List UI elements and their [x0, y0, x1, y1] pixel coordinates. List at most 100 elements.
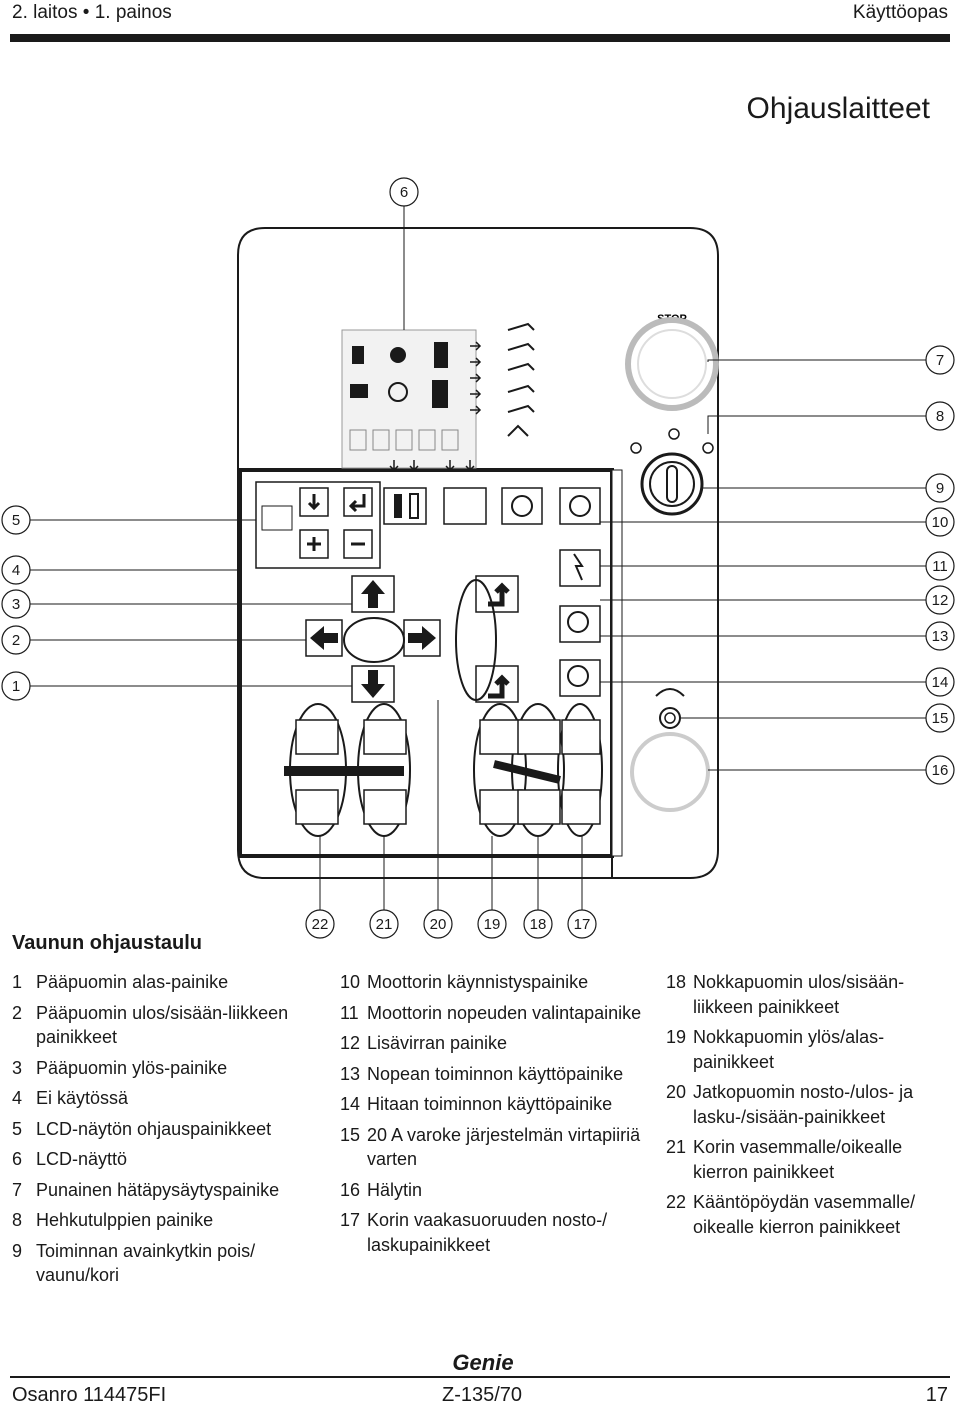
callout-10: 10 [925, 507, 955, 537]
lcd-segments [349, 429, 459, 451]
boom-status-icons [507, 322, 535, 437]
svg-text:7: 7 [936, 352, 944, 369]
svg-text:6: 6 [400, 184, 408, 201]
svg-text:19: 19 [484, 916, 501, 933]
callout-14: 14 [925, 667, 955, 697]
callout-22: 22 [305, 909, 335, 939]
leader-lines [30, 206, 926, 910]
control-panel-diagram: STOP [1, 177, 955, 939]
svg-text:20: 20 [430, 916, 447, 933]
callout-20: 20 [423, 909, 453, 939]
lcd-arrows [389, 460, 475, 472]
svg-text:8: 8 [936, 408, 944, 425]
svg-text:16: 16 [932, 762, 949, 779]
callout-15: 15 [925, 703, 955, 733]
callout-13: 13 [925, 621, 955, 651]
fuse-icon [659, 707, 681, 729]
svg-text:Genie: Genie [452, 1350, 513, 1375]
callout-11: 11 [925, 551, 955, 581]
callout-19: 19 [477, 909, 507, 939]
manual-title: Käyttöopas [852, 2, 948, 23]
callout-18: 18 [523, 909, 553, 939]
callout-12: 12 [925, 585, 955, 615]
section-title: Ohjauslaitteet [746, 92, 930, 125]
primary-boom-icon [343, 617, 405, 663]
svg-text:12: 12 [932, 592, 949, 609]
engine-start-button [559, 487, 601, 525]
alarm-icon [655, 688, 685, 697]
genie-logo: Genie [452, 1350, 513, 1375]
engine-speed-button [383, 487, 427, 525]
model-label: Z-135/70 [442, 1384, 523, 1406]
callout-6: 6 [389, 177, 419, 207]
page-number: 17 [925, 1384, 948, 1406]
callout-4: 4 [1, 555, 31, 585]
lcd-control-block [255, 481, 381, 569]
svg-text:4: 4 [12, 562, 20, 579]
lcd-icons [350, 342, 448, 408]
svg-text:13: 13 [932, 628, 949, 645]
callout-9: 9 [925, 473, 955, 503]
callout-16: 16 [925, 755, 955, 785]
svg-text:9: 9 [936, 480, 944, 497]
callout-8: 8 [925, 401, 955, 431]
footer-rule [10, 1376, 950, 1378]
svg-text:1: 1 [12, 678, 20, 695]
svg-text:18: 18 [530, 916, 547, 933]
alarm-speaker [630, 732, 710, 812]
svg-text:21: 21 [376, 916, 393, 933]
svg-text:15: 15 [932, 710, 949, 727]
svg-text:14: 14 [932, 674, 949, 691]
callout-7: 7 [925, 345, 955, 375]
callout-2: 2 [1, 625, 31, 655]
callout-17: 17 [567, 909, 597, 939]
svg-text:2: 2 [12, 632, 20, 649]
header-rule [10, 34, 950, 42]
jib-boom-icon [455, 579, 497, 701]
glow-plug-icon-button [443, 487, 487, 525]
svg-text:10: 10 [932, 514, 949, 531]
callout-21: 21 [369, 909, 399, 939]
callout-markers: 6 7 8 9 10 11 12 13 14 15 16 5 4 3 2 1 2… [1, 177, 955, 939]
glow-plug-button [501, 487, 543, 525]
status-arrows [470, 341, 482, 415]
lcd-display [341, 329, 477, 469]
callout-5: 5 [1, 505, 31, 535]
svg-text:5: 5 [12, 512, 20, 529]
edition-label: 2. laitos • 1. painos [12, 2, 172, 23]
auxiliary-power-button [559, 549, 601, 587]
lcd-button-enter [343, 487, 373, 517]
emergency-stop-button [625, 317, 719, 411]
svg-text:17: 17 [574, 916, 591, 933]
callout-1: 1 [1, 671, 31, 701]
svg-text:11: 11 [932, 558, 948, 575]
panel-frame-right [611, 469, 623, 857]
svg-text:3: 3 [12, 596, 20, 613]
svg-text:22: 22 [312, 916, 329, 933]
list-title: Vaunun ohjaustaulu [12, 932, 203, 954]
callout-3: 3 [1, 589, 31, 619]
